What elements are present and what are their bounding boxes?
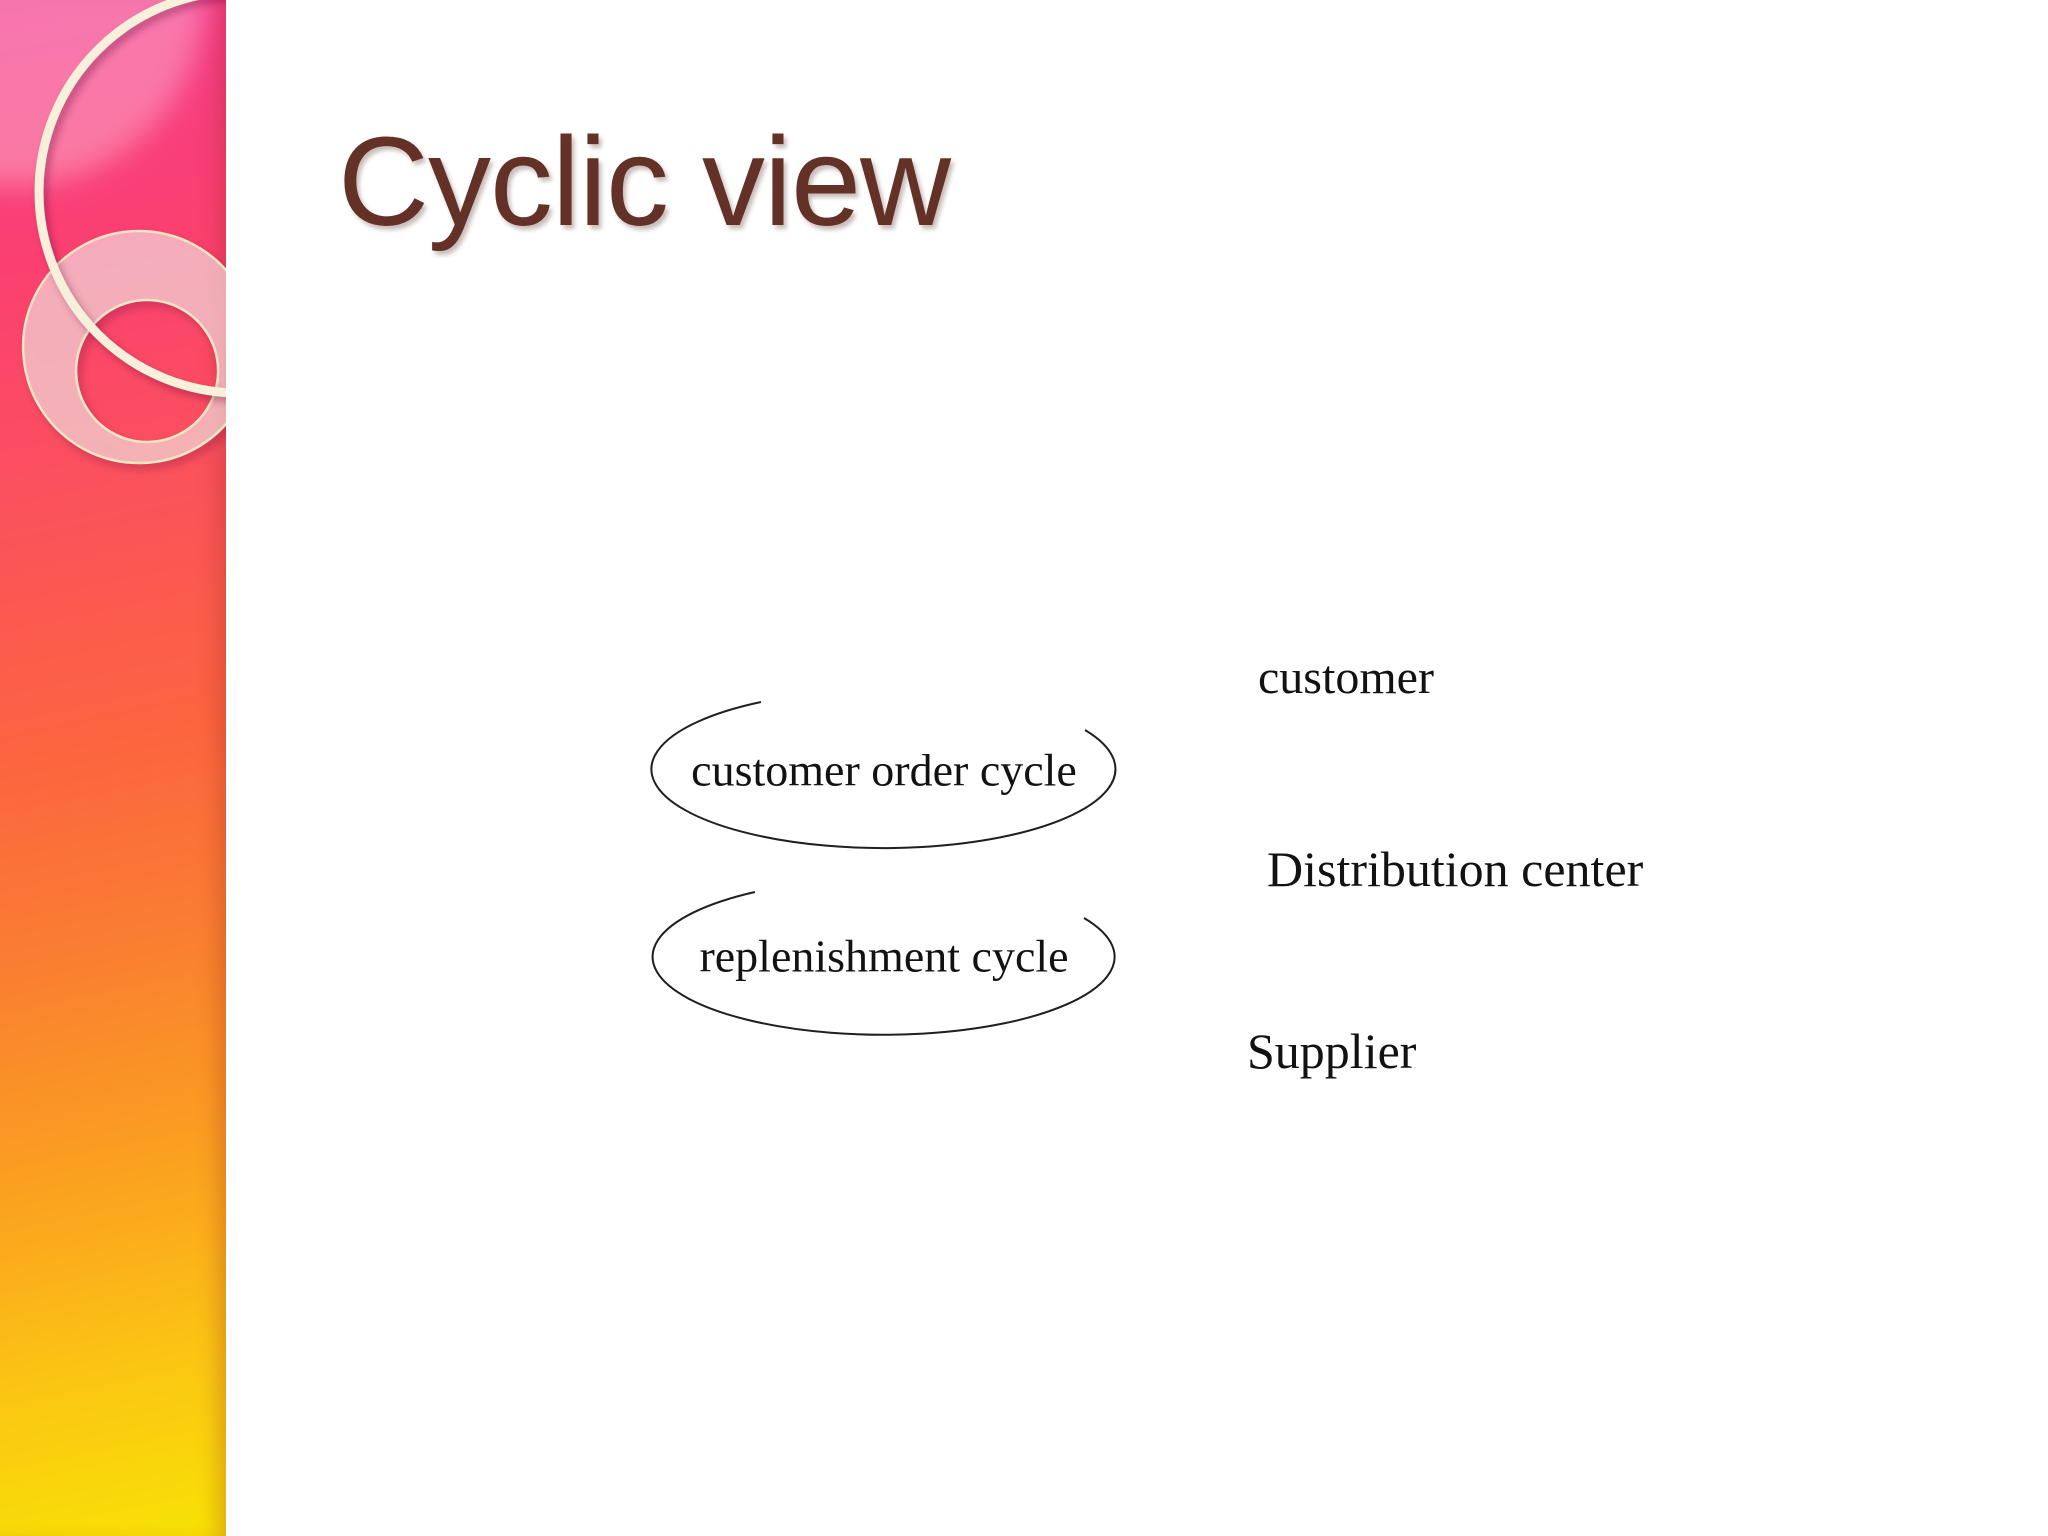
cycle-label-replenishment: replenishment cycle: [699, 930, 1069, 982]
entity-label-distribution-center: Distribution center: [1267, 841, 1644, 897]
sidebar-ornaments: [0, 0, 226, 465]
cycle-label-customer-order: customer order cycle: [691, 744, 1077, 796]
page-title: Cyclic view: [338, 111, 951, 252]
sidebar-ornament-band: [0, 0, 226, 1536]
thin-ring-ornament: [34, 0, 226, 397]
customer-order-cycle-oval: [650, 701, 1117, 850]
entity-label-supplier: Supplier: [1247, 1023, 1417, 1079]
replenishment-cycle-oval: [651, 891, 1116, 1036]
entity-label-customer: customer: [1258, 651, 1434, 704]
soft-glow-circle-ornament: [0, 0, 204, 186]
thick-ring-ornament: [21, 229, 226, 465]
